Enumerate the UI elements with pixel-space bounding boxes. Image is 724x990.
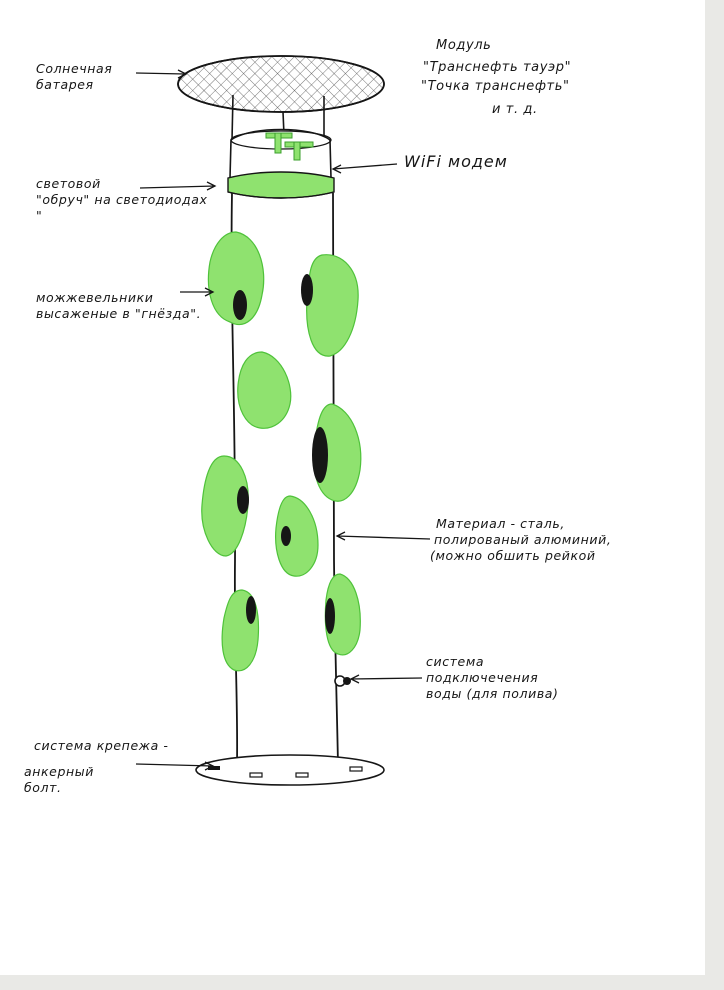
nest-shadows (233, 274, 335, 634)
label-solar-panel: Солнечная батарея (36, 61, 113, 92)
label-mount-system: система крепежа - анкерный болт. (24, 738, 169, 795)
logo-tt (265, 132, 314, 161)
scan-edge-bottom (0, 975, 724, 990)
juniper-bush-icon (201, 231, 362, 672)
water-connector-icon (334, 675, 351, 687)
scan-edge-right (705, 0, 724, 990)
title-line-3: "Точка транснефть" (421, 79, 570, 94)
label-material: Материал - сталь, полированый алюминий, … (430, 516, 612, 563)
title-line-2: "Транснефть тауэр" (423, 60, 572, 75)
led-ring-icon (227, 171, 335, 199)
anchor-bolt-icon (195, 754, 385, 786)
solar-panel-icon (177, 55, 385, 141)
label-wifi-modem: WiFi модем (404, 152, 508, 171)
label-water-system: система подключечения воды (для полива) (426, 654, 559, 701)
title-line-4: и т. д. (492, 102, 538, 117)
label-light-ring: световой "обруч" на светодиодах " (36, 176, 208, 223)
title-line-1: Модуль (436, 38, 492, 53)
wifi-modem-icon (229, 128, 332, 179)
label-junipers: можжевельники высаженые в "гнёзда". (36, 290, 202, 321)
leader-lines (135, 69, 431, 771)
